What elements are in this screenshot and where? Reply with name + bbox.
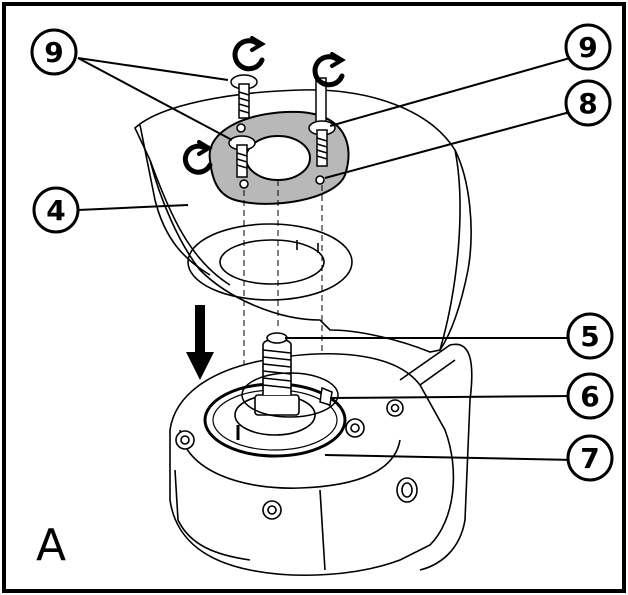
callout-6: 6: [566, 372, 614, 420]
svg-text:8: 8: [578, 87, 597, 120]
callout-9-left: 9: [30, 28, 78, 76]
rotate-ccw-arrow-icon: [182, 140, 213, 175]
down-arrow-icon: [186, 305, 214, 380]
rotate-ccw-arrow-icon: [312, 52, 346, 88]
callout-9-right: 9: [564, 23, 612, 71]
panel-label: A: [36, 520, 66, 571]
clamp-plate: [208, 110, 350, 205]
svg-text:4: 4: [46, 194, 65, 227]
screw-right: [308, 77, 336, 167]
screw-middle-left: [228, 135, 256, 178]
svg-text:5: 5: [580, 320, 599, 353]
callout-5: 5: [566, 312, 614, 360]
wheel-guard: [134, 89, 472, 353]
gear-housing: [169, 343, 473, 576]
gear-ring: [236, 372, 339, 440]
svg-text:6: 6: [580, 380, 599, 413]
leader-lines: [77, 57, 576, 461]
spindle: [254, 332, 300, 416]
svg-text:7: 7: [580, 442, 599, 475]
rotate-ccw-arrow-icon: [232, 36, 266, 72]
screw-top-left: [230, 74, 258, 119]
svg-text:9: 9: [578, 31, 597, 64]
callout-7: 7: [566, 434, 614, 482]
callout-8: 8: [564, 79, 612, 127]
callout-4: 4: [32, 186, 80, 234]
svg-text:9: 9: [44, 36, 63, 69]
